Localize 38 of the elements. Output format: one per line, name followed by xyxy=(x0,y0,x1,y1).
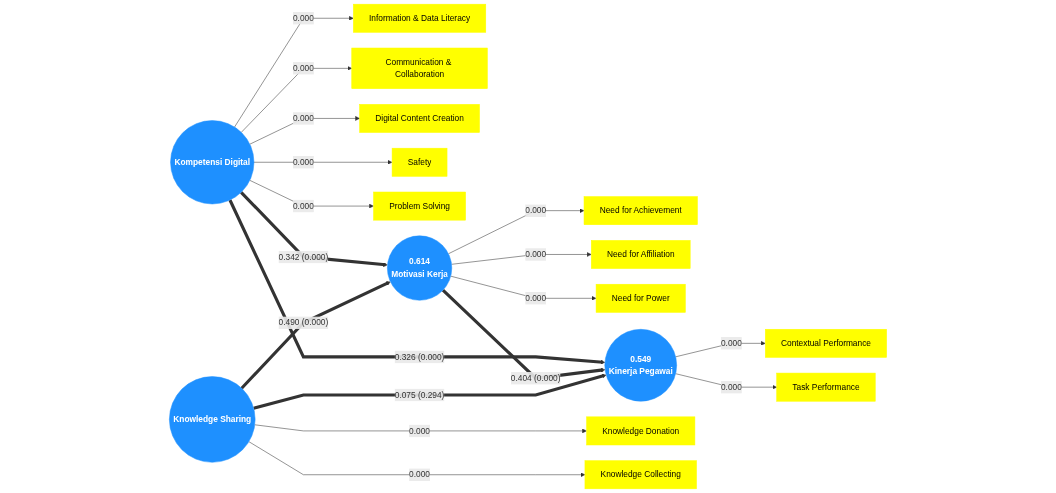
edge-label: 0.000 xyxy=(525,205,547,215)
edge-label: 0.000 xyxy=(409,470,431,479)
arrow xyxy=(228,199,606,365)
edge-label: 0.000 xyxy=(292,157,314,167)
arrow xyxy=(253,373,607,410)
edge-label: 0.000 xyxy=(720,338,742,348)
node-circle: Kompetensi Digital xyxy=(170,120,255,205)
arrow xyxy=(240,281,391,390)
edge-label: 0.000 xyxy=(409,426,431,436)
edge-label: 0.490 (0.000) xyxy=(278,318,329,327)
edge-label: 0.000 xyxy=(525,293,547,303)
edge-label: 0.000 xyxy=(292,13,314,23)
node-box: Task Performance xyxy=(776,372,876,402)
edge-label: 0.075 (0.294) xyxy=(394,390,445,400)
edge-label: 0.000 xyxy=(292,201,314,211)
edge-label: 0.326 (0.000) xyxy=(394,352,445,362)
edge-label: 0.000 xyxy=(292,63,314,73)
node-box: Knowledge Collecting xyxy=(584,460,697,490)
node-box: Information & Data Literacy xyxy=(353,3,487,33)
edge-label: 0.404 (0.000) xyxy=(510,373,561,383)
edge-label: 0.000 xyxy=(525,249,547,259)
edge-label: 0.342 (0.000) xyxy=(278,252,329,262)
arrow xyxy=(441,289,606,380)
node-box: Need for Power xyxy=(595,283,686,313)
node-box: Need for Affiliation xyxy=(591,240,691,269)
node-box: Problem Solving xyxy=(373,191,466,221)
edge-label: 0.000 xyxy=(720,382,742,392)
arrow xyxy=(240,191,388,267)
node-box: Knowledge Donation xyxy=(586,416,696,446)
node-box: Contextual Performance xyxy=(765,329,887,358)
node-box: Safety xyxy=(391,147,448,177)
node-circle: 0.549 Kinerja Pegawai xyxy=(604,329,677,402)
edge-label: 0.000 xyxy=(292,113,314,123)
node-box: Need for Achievement xyxy=(583,196,698,225)
node-circle: Knowledge Sharing xyxy=(169,376,256,463)
node-box: Communication & Collaboration xyxy=(351,47,488,89)
node-circle: 0.614 Motivasi Kerja xyxy=(387,235,453,301)
node-box: Digital Content Creation xyxy=(359,104,480,133)
